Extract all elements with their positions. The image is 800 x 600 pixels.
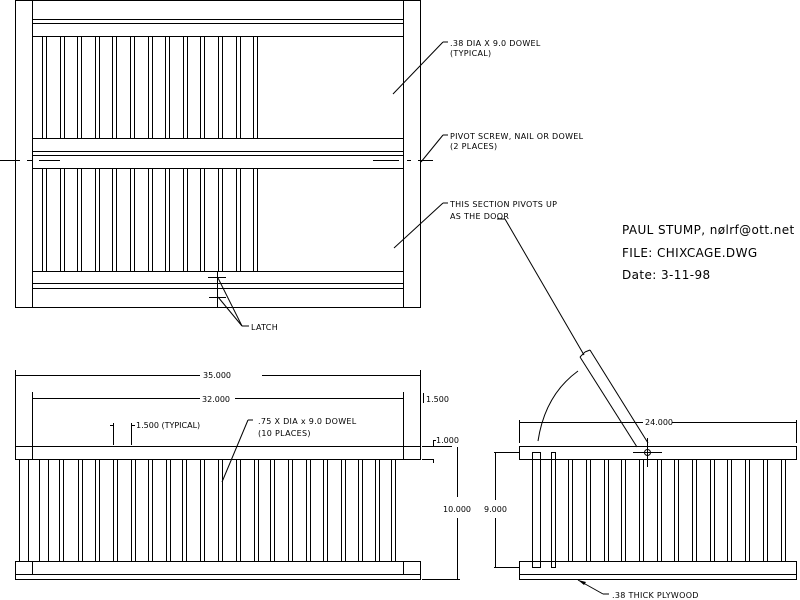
plywood-note: .38 THICK PLYWOOD [612,591,699,600]
top-dowels-upper [42,37,258,138]
pivot-point [633,438,662,467]
front-dowels [19,460,396,561]
front-bottom-rail [15,561,421,575]
door-leader-long [504,218,585,356]
latch-leader-upper [217,277,243,327]
file-text: FILE: CHIXCAGE.DWG [622,246,758,260]
front-dowel-note-line2: (10 PLACES) [258,429,311,438]
latch-marks [208,272,226,307]
dim-inner-length: 32.000 [202,395,230,404]
date-text: Date: 3-11-98 [622,268,711,282]
dim-rail-thickness: 1.000 [436,436,459,445]
side-plywood-base [519,574,797,580]
latch-label: LATCH [251,323,278,332]
pivot-arc [537,370,579,442]
dim-dowel-height: 9.000 [484,505,507,514]
top-view-outer-frame [15,0,421,308]
top-dowels-lower [42,169,258,271]
dowel-note-line2: (TYPICAL) [450,49,491,58]
dim-overall-length: 35.000 [203,371,231,380]
dowel-note-line1: .38 DIA X 9.0 DOWEL [450,39,541,48]
front-top-rail [15,446,421,460]
side-bottom-rail [519,561,797,575]
front-view: 35.000 32.000 1.500 1.500 (TYPICAL) .75 … [15,370,471,580]
door-raised [579,349,649,448]
dim-width: 24.000 [645,418,673,427]
door-leader [393,202,444,249]
side-dowels [568,460,786,561]
dim-spacing: 1.500 (TYPICAL) [136,421,200,430]
dim-height: 10.000 [443,505,471,514]
pivot-note-line1: PIVOT SCREW, NAIL OR DOWEL [450,132,584,141]
front-plywood-base [15,574,421,580]
author-text: PAUL STUMP, nølrf@ott.net [622,223,795,237]
dim-end-offset: 1.500 [426,395,449,404]
dowel-leader [392,41,444,95]
door-dowel [532,452,541,568]
title-block: PAUL STUMP, nølrf@ott.net FILE: CHIXCAGE… [622,223,795,282]
side-view: 24.000 9.000 .38 THICK PLYWOOD [484,349,797,600]
plywood-arrow-icon [578,580,586,585]
pivot-note-line2: (2 PLACES) [450,142,497,151]
door-note-line1: THIS SECTION PIVOTS UP [449,200,557,209]
top-view: .38 DIA X 9.0 DOWEL (TYPICAL) PIVOT SCRE… [0,0,584,332]
front-dowel-leader [221,419,249,483]
pivot-leader [420,134,444,163]
latch-leader-lower [217,296,243,327]
door-note-line2: AS THE DOOR [450,212,509,221]
door-dowel [551,452,556,568]
front-dowel-note-line1: .75 X DIA x 9.0 DOWEL [258,417,357,426]
